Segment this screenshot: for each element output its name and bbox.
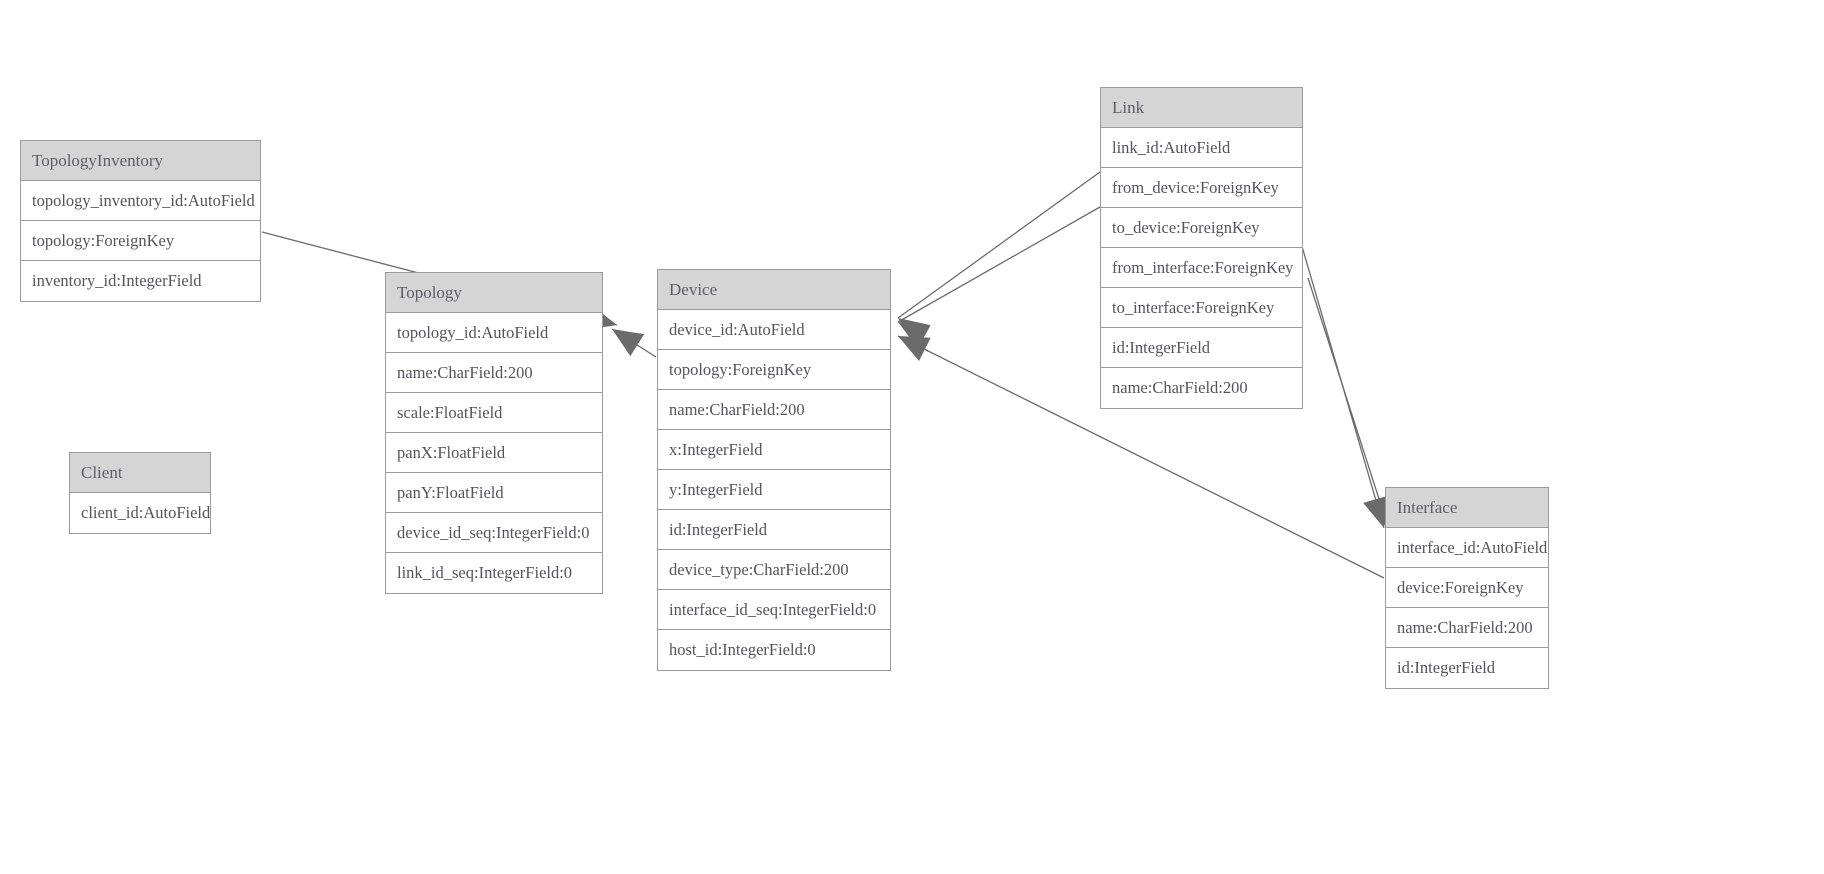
relationship-line [611, 328, 657, 358]
entity-field-interface-1: device:ForeignKey [1386, 568, 1548, 608]
entity-title-interface: Interface [1386, 488, 1548, 528]
entity-field-device-1: topology:ForeignKey [658, 350, 890, 390]
entity-field-device-2: name:CharField:200 [658, 390, 890, 430]
entity-field-device-3: x:IntegerField [658, 430, 890, 470]
entity-field-topology-2: scale:FloatField [386, 393, 602, 433]
entity-title-client: Client [70, 453, 210, 493]
entity-field-interface-3: id:IntegerField [1397, 658, 1496, 677]
entity-field-device-8: host_id:IntegerField:0 [669, 640, 816, 659]
entity-box-client[interactable]: Client client_id:AutoField [69, 452, 211, 534]
entity-field-device-5: id:IntegerField [658, 510, 890, 550]
entity-field-topology-inventory-2: inventory_id:IntegerField [32, 271, 202, 290]
entity-field-link-1: from_device:ForeignKey [1101, 168, 1302, 208]
entity-field-link-3: from_interface:ForeignKey [1101, 248, 1302, 288]
entity-field-device-7: interface_id_seq:IntegerField:0 [658, 590, 890, 630]
relationship-line [897, 206, 1101, 323]
relationship-arrowhead [898, 322, 931, 349]
entity-field-topology-5: device_id_seq:IntegerField:0 [386, 513, 602, 553]
entity-field-interface-0: interface_id:AutoField [1386, 528, 1548, 568]
relationship-link-to_device-to-device [897, 206, 1101, 349]
relationship-arrowhead [612, 329, 645, 357]
relationship-link-from_interface-to-interface [1300, 242, 1389, 529]
entity-field-topology-0: topology_id:AutoField [386, 313, 602, 353]
entity-title-topology-inventory: TopologyInventory [21, 141, 260, 181]
entity-field-link-2: to_device:ForeignKey [1101, 208, 1302, 248]
relationship-arrowhead [898, 336, 931, 362]
relationship-line [1307, 277, 1390, 531]
entity-field-interface-2: name:CharField:200 [1386, 608, 1548, 648]
entity-field-topology-1: name:CharField:200 [386, 353, 602, 393]
entity-field-topology-inventory-1: topology:ForeignKey [21, 221, 260, 261]
entity-field-link-6: name:CharField:200 [1112, 378, 1248, 397]
entity-field-device-4: y:IntegerField [658, 470, 890, 510]
entity-title-topology: Topology [386, 273, 602, 313]
entity-field-device-0: device_id:AutoField [658, 310, 890, 350]
relationship-device-to-topology [611, 328, 657, 358]
relationship-line [1300, 242, 1385, 529]
entity-field-link-5: id:IntegerField [1101, 328, 1302, 368]
entity-title-device: Device [658, 270, 890, 310]
entity-field-topology-4: panY:FloatField [386, 473, 602, 513]
relationship-arrowhead [898, 318, 930, 347]
entity-title-link: Link [1101, 88, 1302, 128]
entity-field-link-4: to_interface:ForeignKey [1101, 288, 1302, 328]
entity-field-link-0: link_id:AutoField [1101, 128, 1302, 168]
entity-field-topology-3: panX:FloatField [386, 433, 602, 473]
entity-field-client-0: client_id:AutoField [81, 503, 210, 522]
entity-field-device-6: device_type:CharField:200 [658, 550, 890, 590]
relationship-line [897, 171, 1101, 319]
relationship-link-from_device-to-device [897, 171, 1101, 347]
entity-field-topology-6: link_id_seq:IntegerField:0 [397, 563, 573, 582]
entity-field-topology-inventory-0: topology_inventory_id:AutoField [21, 181, 260, 221]
